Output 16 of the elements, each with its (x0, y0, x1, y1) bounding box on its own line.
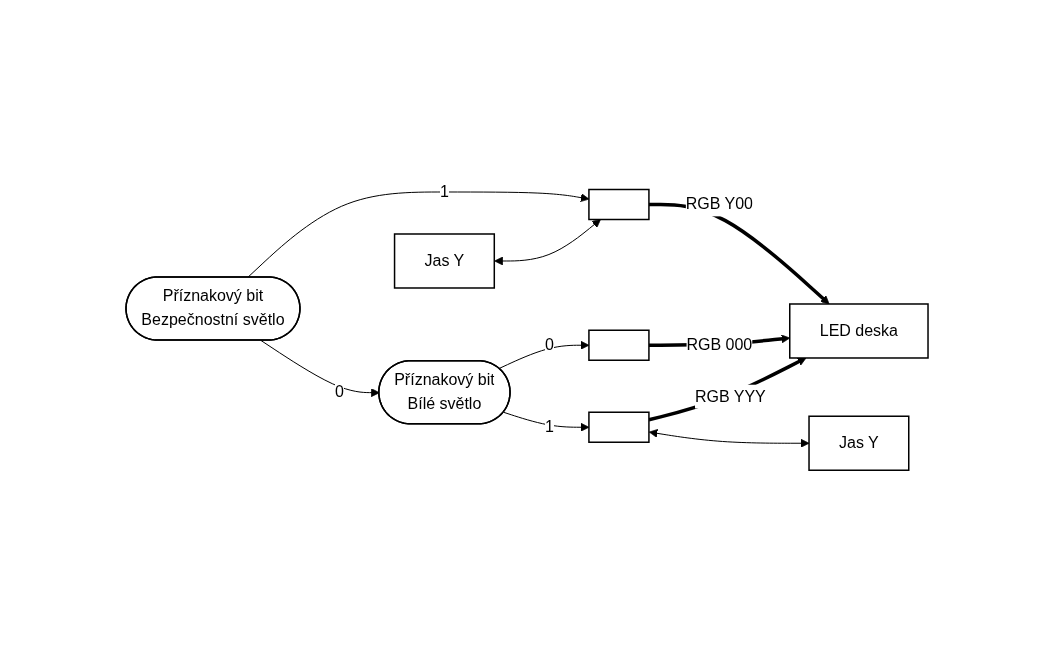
edge-label: RGB 000 (686, 336, 753, 354)
arrow (648, 357, 807, 422)
node-box: Jas Y (808, 415, 910, 471)
edge-label: 0 (334, 383, 344, 401)
node-box: LED deska (789, 303, 929, 359)
node-box: Jas Y (393, 233, 495, 289)
edge-label: RGB Y00 (685, 195, 753, 213)
node-box (588, 188, 650, 221)
arrow (648, 428, 810, 448)
edge-label: 0 (545, 336, 554, 354)
edge-label: 1 (545, 418, 554, 436)
edge-label: RGB YYY (694, 387, 766, 405)
edge-label: 1 (439, 182, 449, 200)
node-box (588, 329, 650, 361)
arrow (494, 218, 601, 266)
node-box (588, 411, 650, 443)
